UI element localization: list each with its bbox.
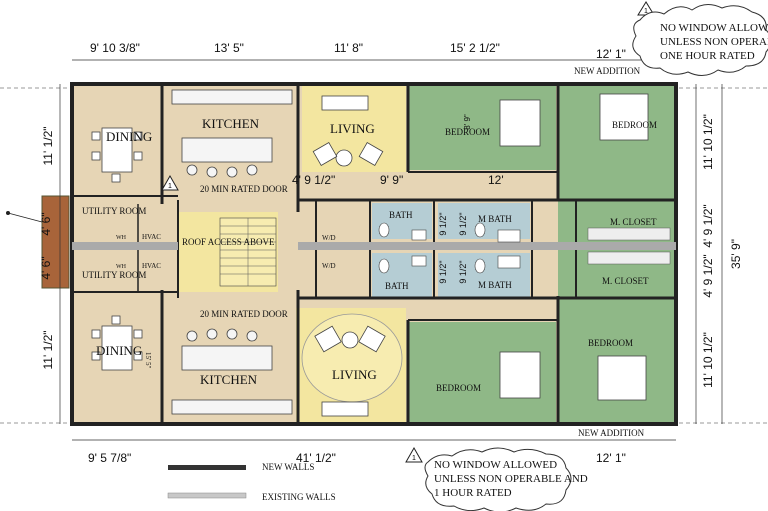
living-bottom-furniture — [301, 313, 403, 417]
dim-overall-right: 35' 9" — [729, 239, 743, 269]
front-deck — [41, 195, 70, 289]
beds — [499, 93, 649, 401]
legend-new-walls-swatch — [168, 465, 246, 470]
dim-left-2: 4' 6" — [39, 212, 53, 235]
label-wh-top: WH — [116, 235, 127, 241]
note-top-line-2: UNLESS NON OPERABLE AND — [660, 36, 768, 48]
label-kitchen-dim: 15' 5" — [144, 352, 152, 369]
room-kitchen-bottom: KITCHEN — [200, 372, 258, 387]
revision-tag-bottom: 1 — [405, 446, 423, 463]
dim-interior-6: 9 1/2" — [438, 260, 448, 283]
note-cloud-top — [632, 4, 768, 76]
room-utility-bottom: UTILITY ROOM — [82, 270, 146, 280]
dim-interior-5: 9 1/2" — [458, 212, 468, 235]
dim-bottom-1: 9' 5 7/8" — [88, 451, 131, 465]
note-cloud-bottom — [424, 447, 572, 511]
dim-top-3: 11' 8" — [334, 41, 363, 55]
label-roof-access: ROOF ACCESS ABOVE — [182, 237, 275, 247]
kitchen-bottom-counters — [171, 328, 293, 415]
svg-text:1: 1 — [168, 183, 172, 190]
label-new-addition-top: NEW ADDITION — [574, 66, 641, 76]
dim-left-4: 11' 1/2" — [41, 330, 55, 369]
room-bedroom-top-right: BEDROOM — [612, 120, 657, 130]
room-dining-top: DINING — [106, 129, 152, 144]
label-new-addition-bottom: NEW ADDITION — [578, 428, 645, 438]
legend-new-walls: NEW WALLS — [262, 462, 314, 472]
dim-right-2: 4' 9 1/2" — [701, 204, 715, 247]
room-mbath-bottom: M BATH — [478, 280, 512, 290]
dining-table-bottom — [91, 315, 143, 371]
label-wd-top: W/D — [322, 234, 336, 242]
dim-top-1: 9' 10 3/8" — [90, 41, 140, 55]
svg-text:1: 1 — [644, 8, 648, 15]
label-hvac-top: HVAC — [142, 233, 161, 241]
dim-interior-3: 12' — [488, 173, 504, 187]
room-mcloset-bottom: M. CLOSET — [602, 276, 649, 286]
dim-right-1: 11' 10 1/2" — [701, 114, 715, 170]
label-wh-bottom: WH — [116, 264, 127, 270]
label-door-bottom: 20 MIN RATED DOOR — [200, 309, 288, 319]
note-top-line-3: ONE HOUR RATED — [660, 50, 755, 62]
note-top-line-1: NO WINDOW ALLOWED — [660, 22, 768, 34]
dim-bottom-3: 12' 1" — [596, 451, 626, 465]
svg-text:1: 1 — [412, 455, 416, 462]
dim-top-4: 15' 2 1/2" — [450, 41, 500, 55]
room-bath-bottom: BATH — [385, 281, 409, 291]
corridor-strip — [298, 242, 676, 250]
room-utility-top: UTILITY ROOM — [82, 206, 146, 216]
dimension-lines — [59, 59, 723, 441]
label-hvac-bottom: HVAC — [142, 262, 161, 270]
legend-existing-walls-swatch — [167, 492, 247, 499]
room-mcloset-top: M. CLOSET — [610, 217, 657, 227]
label-door-top: 20 MIN RATED DOOR — [200, 184, 288, 194]
closet-shelves — [587, 227, 671, 265]
dim-top-5: 12' 1" — [596, 47, 626, 61]
dim-bottom-2: 41' 1/2" — [296, 451, 336, 465]
note-bottom-line-3: 1 HOUR RATED — [434, 487, 512, 499]
room-bedroom-bottom-green: BEDROOM — [436, 383, 481, 393]
room-mbath-top: M BATH — [478, 214, 512, 224]
room-bedroom-bottom-right: BEDROOM — [588, 338, 633, 348]
dim-left-3: 4' 6" — [39, 256, 53, 279]
kitchen-top-counters — [171, 89, 293, 178]
dining-table-top — [91, 127, 143, 183]
dim-interior-4: 9 1/2" — [438, 212, 448, 235]
room-living-top: LIVING — [330, 121, 375, 136]
room-bedroom-top-green: BEDROOM — [445, 127, 490, 137]
dim-interior-7: 9 1/2" — [458, 260, 468, 283]
note-bottom-line-1: NO WINDOW ALLOWED — [434, 459, 557, 471]
utility-strip — [72, 242, 178, 250]
dim-interior-2: 9' 9" — [380, 173, 403, 187]
revision-tag-stair: 1 — [161, 174, 179, 191]
dim-interior-1: 4' 9 1/2" — [292, 173, 335, 187]
note-bottom-line-2: UNLESS NON OPERABLE AND — [434, 473, 588, 485]
room-kitchen-top: KITCHEN — [202, 116, 260, 131]
dim-left-1: 11' 1/2" — [41, 126, 55, 165]
room-dining-bottom: DINING — [96, 343, 142, 358]
legend-existing-walls: EXISTING WALLS — [262, 492, 336, 502]
room-bath-top: BATH — [389, 210, 413, 220]
room-living-bottom: LIVING — [332, 367, 377, 382]
dim-top-2: 13' 5" — [214, 41, 244, 55]
label-wd-bottom: W/D — [322, 262, 336, 270]
bath-fixtures — [378, 222, 521, 274]
dim-right-3: 4' 9 1/2" — [701, 254, 715, 297]
living-top-furniture — [312, 95, 384, 167]
pointer-line — [7, 212, 43, 223]
dim-right-4: 11' 10 1/2" — [701, 332, 715, 388]
dim-interior-8: 8' 9" — [463, 114, 472, 130]
stair-treads — [220, 218, 276, 286]
